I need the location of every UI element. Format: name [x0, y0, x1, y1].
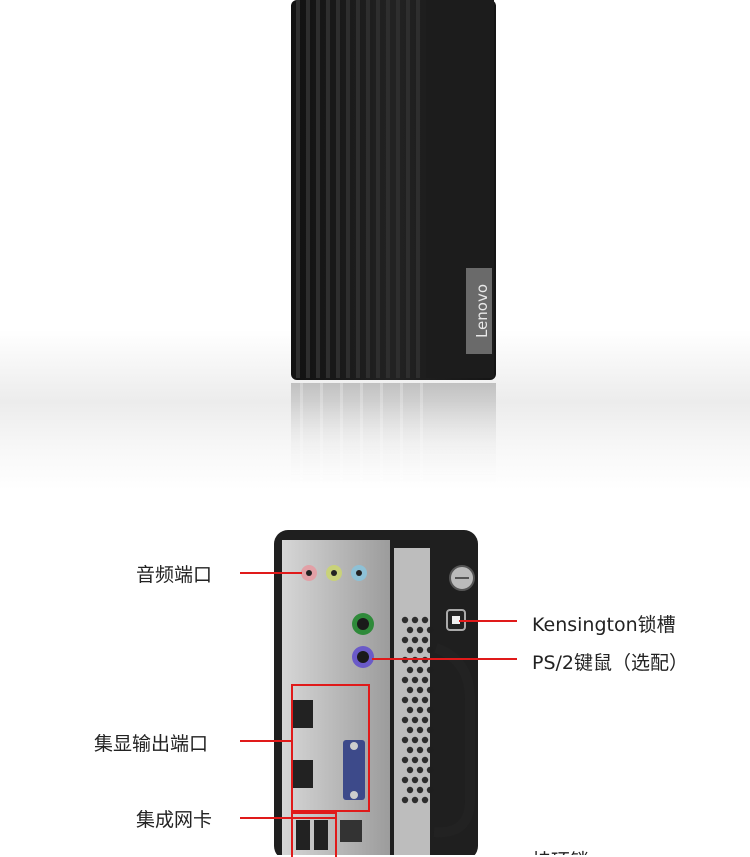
usb-highlight [291, 812, 337, 857]
desktop-tower [291, 0, 496, 380]
audio-jacks [301, 565, 367, 581]
video-leader-line [240, 740, 292, 742]
tower-reflection [291, 383, 496, 493]
audio-port-label: 音频端口 [136, 564, 213, 586]
kensington-leader-line [459, 620, 517, 622]
rear-panel [274, 530, 478, 855]
ps2-label: PS/2键鼠（选配） [532, 652, 689, 674]
bottom-partial-label: 挂环锁 [532, 846, 589, 855]
nic-label: 集成网卡 [136, 809, 213, 831]
audio-leader-line [240, 572, 302, 574]
ps2-leader-line [372, 658, 517, 660]
kensington-label: Kensington锁槽 [532, 614, 676, 636]
lenovo-logo: Lenovo [473, 284, 491, 338]
nic-leader-line [240, 817, 336, 819]
video-out-label: 集显输出端口 [94, 733, 209, 755]
video-out-highlight [291, 684, 370, 812]
